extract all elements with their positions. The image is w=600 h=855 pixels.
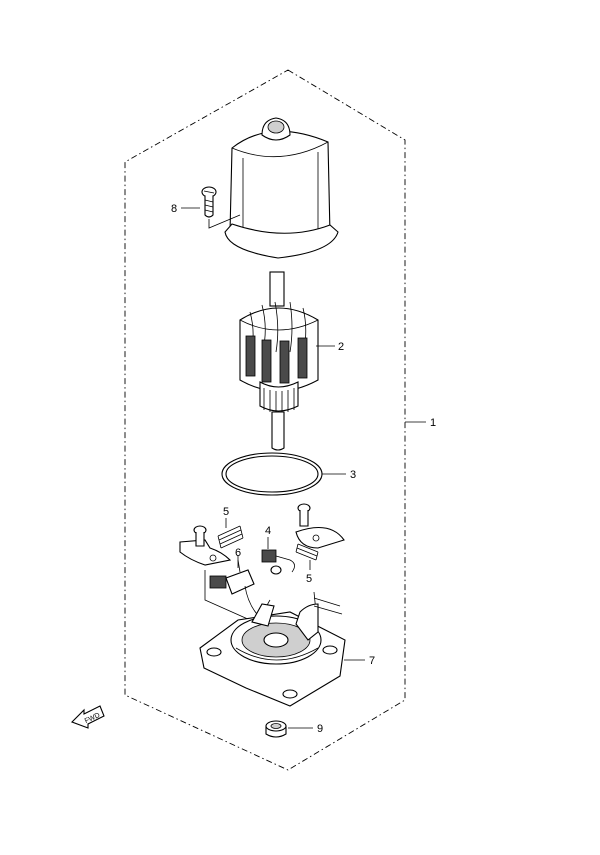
spring-lower — [295, 543, 319, 561]
callout-5-spring-lower: 5 — [306, 573, 312, 585]
o-ring — [221, 452, 323, 496]
oil-seal — [265, 720, 287, 738]
leader-lines — [181, 207, 426, 729]
fwd-arrow-icon: FWD — [71, 705, 105, 729]
assembly-boundary — [124, 69, 406, 771]
spring-upper — [217, 525, 244, 549]
brush-plate-right — [295, 503, 345, 549]
screw — [201, 186, 241, 229]
callout-7-brush-base: 7 — [369, 655, 375, 667]
brush-base — [199, 597, 346, 707]
callout-2-armature: 2 — [338, 341, 344, 353]
brush-holder — [209, 559, 255, 595]
callout-1-assembly: 1 — [430, 417, 436, 429]
callout-9-oil-seal: 9 — [317, 723, 323, 735]
callout-4-brush: 4 — [265, 525, 271, 537]
callout-5-spring-upper: 5 — [223, 506, 229, 518]
callout-3-o-ring: 3 — [350, 469, 356, 481]
brush — [261, 549, 295, 575]
callout-6-brush-holder: 6 — [235, 547, 241, 559]
brush-plate-left — [179, 525, 232, 566]
motor-housing — [224, 117, 339, 259]
callout-8-screw: 8 — [171, 203, 177, 215]
armature — [239, 271, 319, 451]
